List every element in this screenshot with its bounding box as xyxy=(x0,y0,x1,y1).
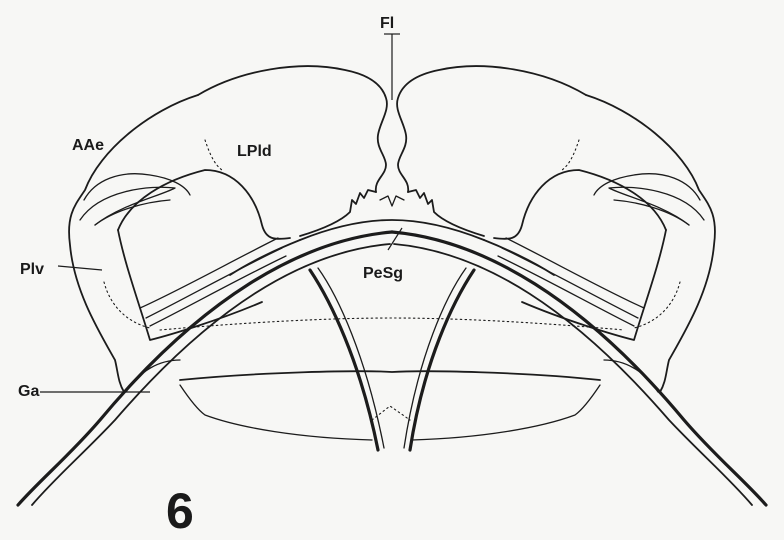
right-dome xyxy=(397,66,586,192)
figure-number: 6 xyxy=(166,483,194,539)
label-fl: Fl xyxy=(380,15,394,32)
left-dome xyxy=(198,66,387,192)
label-plv: Plv xyxy=(20,261,44,278)
central-notch xyxy=(300,190,484,236)
label-lpld: LPld xyxy=(237,143,272,160)
label-pesg: PeSg xyxy=(363,265,403,282)
lower-lobe xyxy=(126,318,658,440)
label-aae: AAe xyxy=(72,137,104,154)
inner-rods xyxy=(310,268,474,450)
right-lateral-shell xyxy=(562,95,715,392)
label-ga: Ga xyxy=(18,383,39,400)
plv-leader xyxy=(58,266,102,270)
